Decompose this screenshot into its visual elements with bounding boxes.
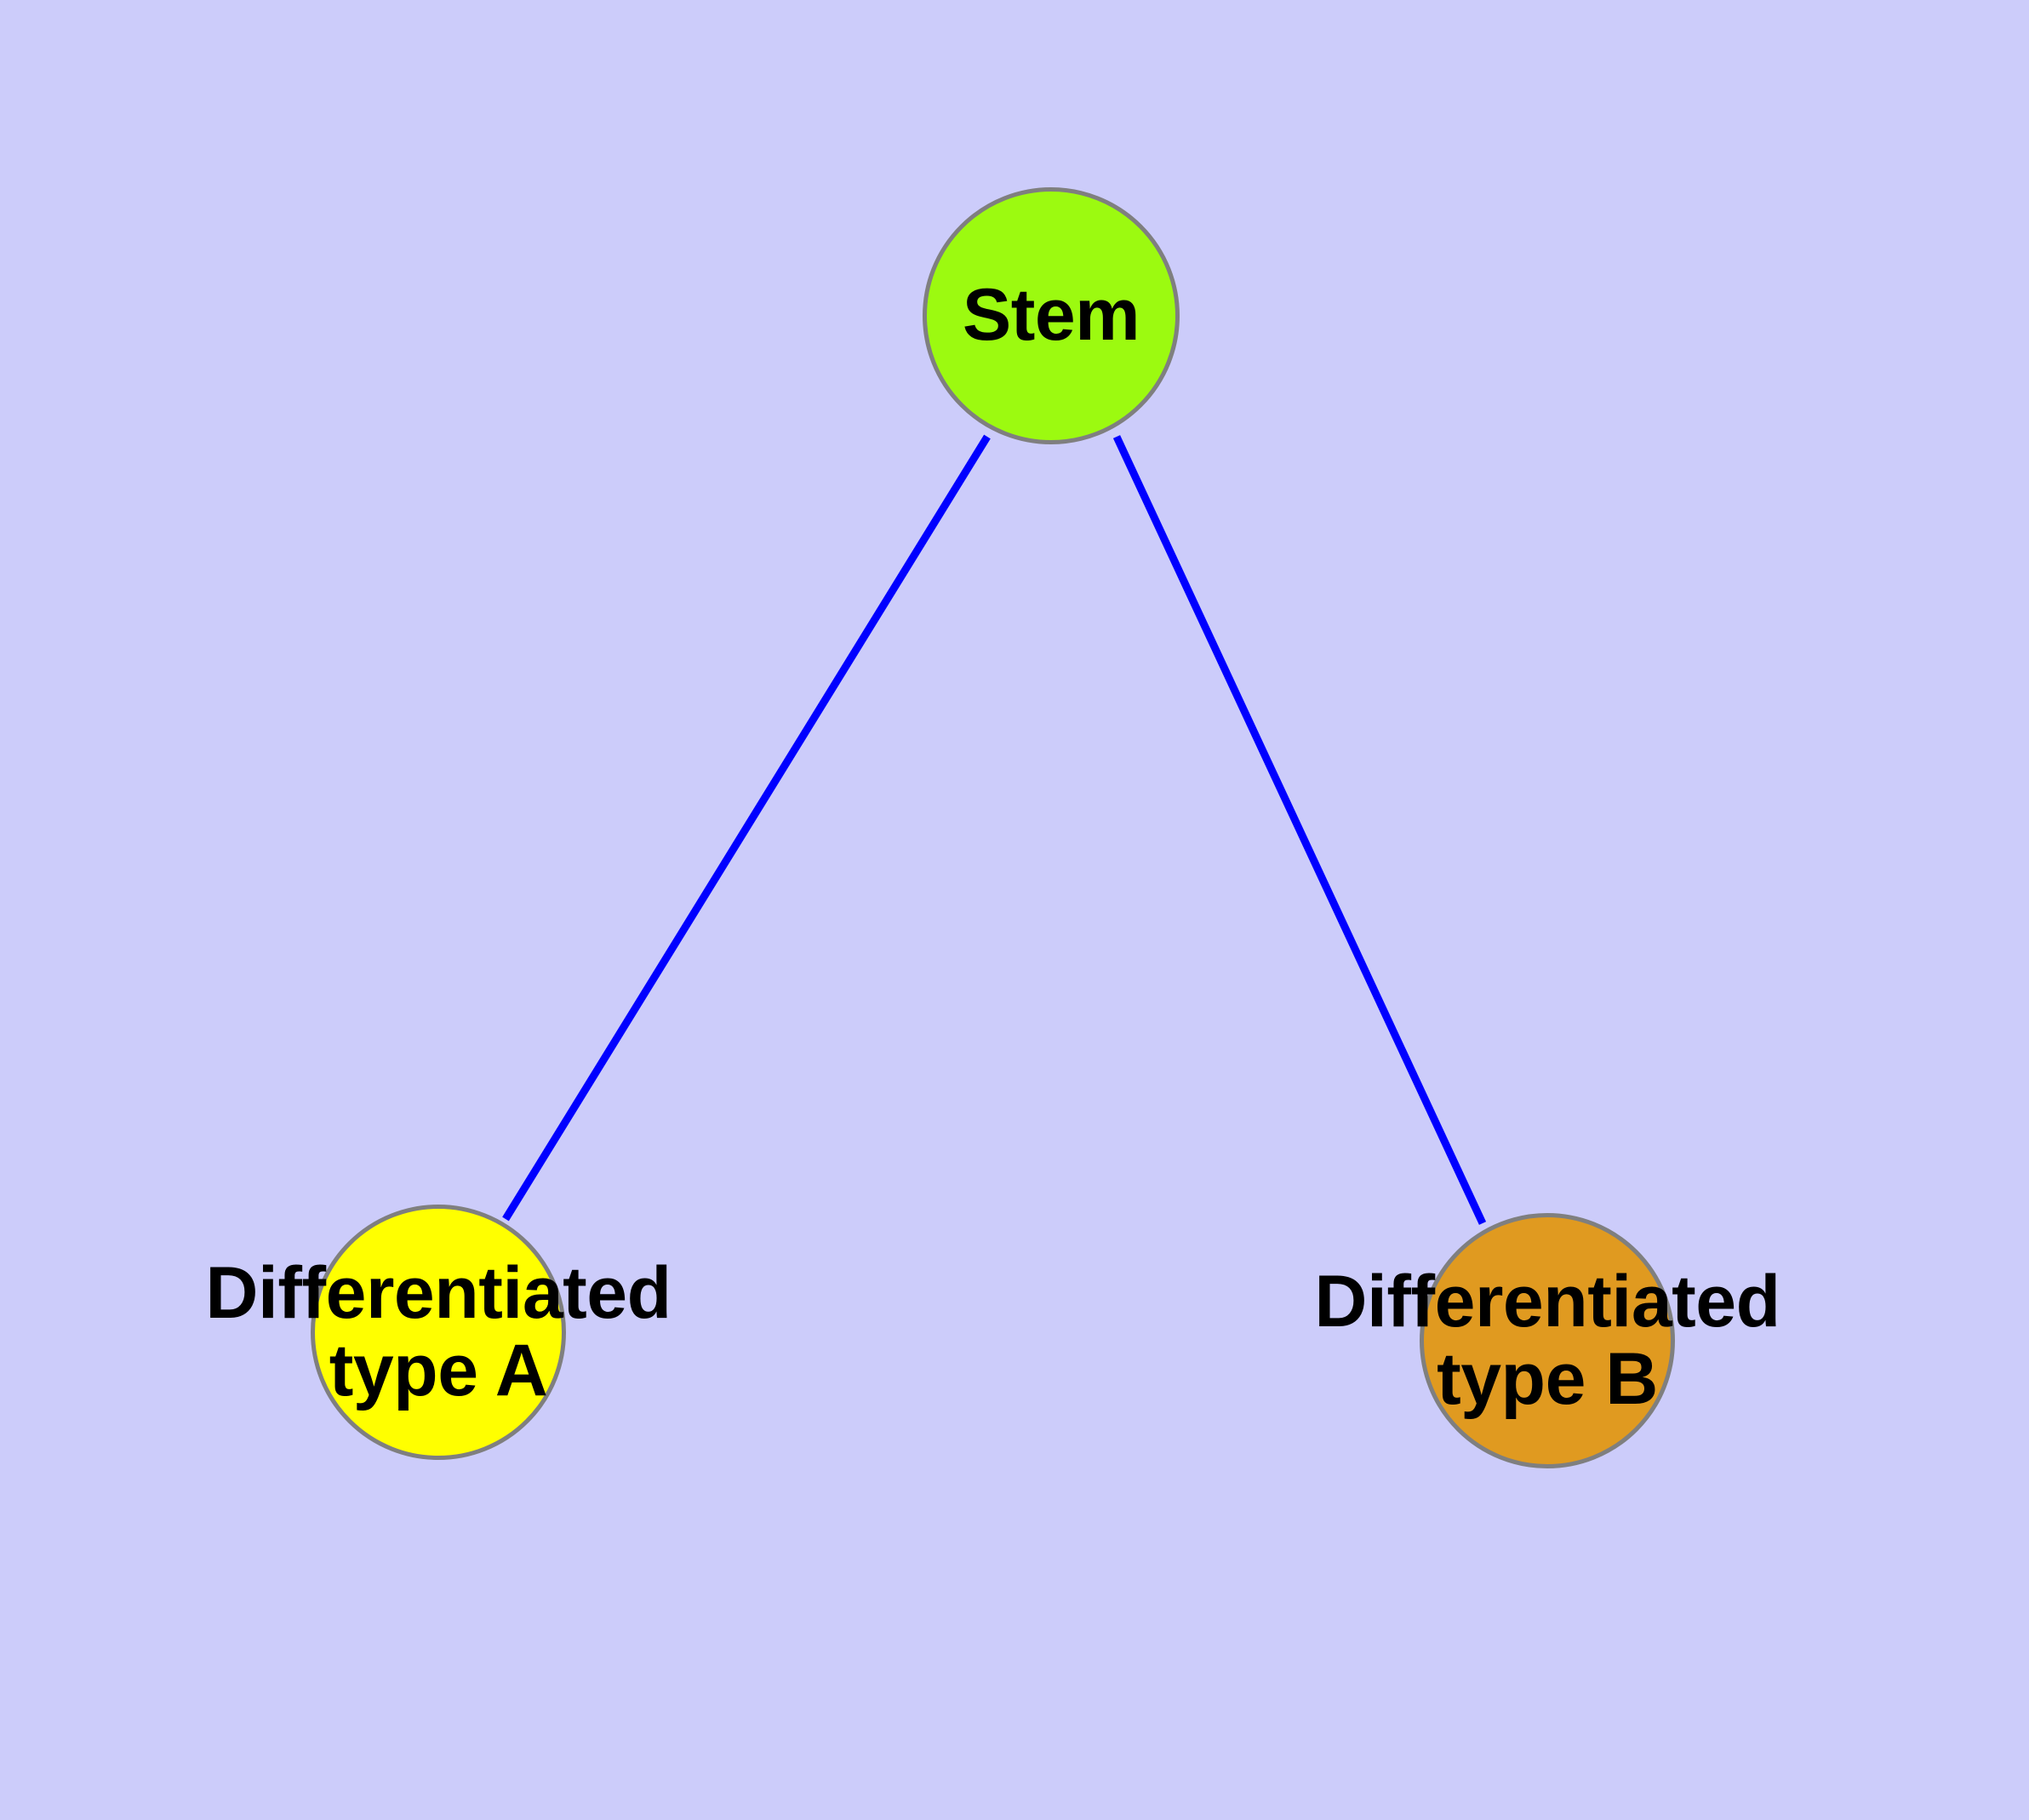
node-stem-label-line1: Stem xyxy=(962,274,1140,357)
node-differentiated-type-a-label-line1: Differentiated xyxy=(205,1251,672,1334)
edge-stem-to-type-b xyxy=(1112,435,1487,1225)
node-differentiated-type-a-label: Differentiated type A xyxy=(205,1251,672,1411)
node-differentiated-type-a-label-line2: type A xyxy=(329,1330,548,1411)
node-stem-label: Stem xyxy=(963,277,1140,354)
node-differentiated-type-a[interactable]: Differentiated type A xyxy=(205,1205,672,1460)
node-stem-circle xyxy=(923,187,1180,444)
node-differentiated-type-b-label: Differentiated type B xyxy=(1314,1260,1780,1420)
node-differentiated-type-b-circle xyxy=(1420,1213,1675,1468)
node-differentiated-type-b[interactable]: Differentiated type B xyxy=(1314,1213,1780,1468)
node-stem[interactable]: Stem xyxy=(923,187,1180,444)
edge-stem-to-type-a xyxy=(502,434,991,1222)
node-differentiated-type-a-circle xyxy=(311,1205,566,1460)
node-differentiated-type-b-label-line1: Differentiated xyxy=(1314,1260,1780,1342)
node-differentiated-type-b-label-line2: type B xyxy=(1437,1338,1658,1420)
